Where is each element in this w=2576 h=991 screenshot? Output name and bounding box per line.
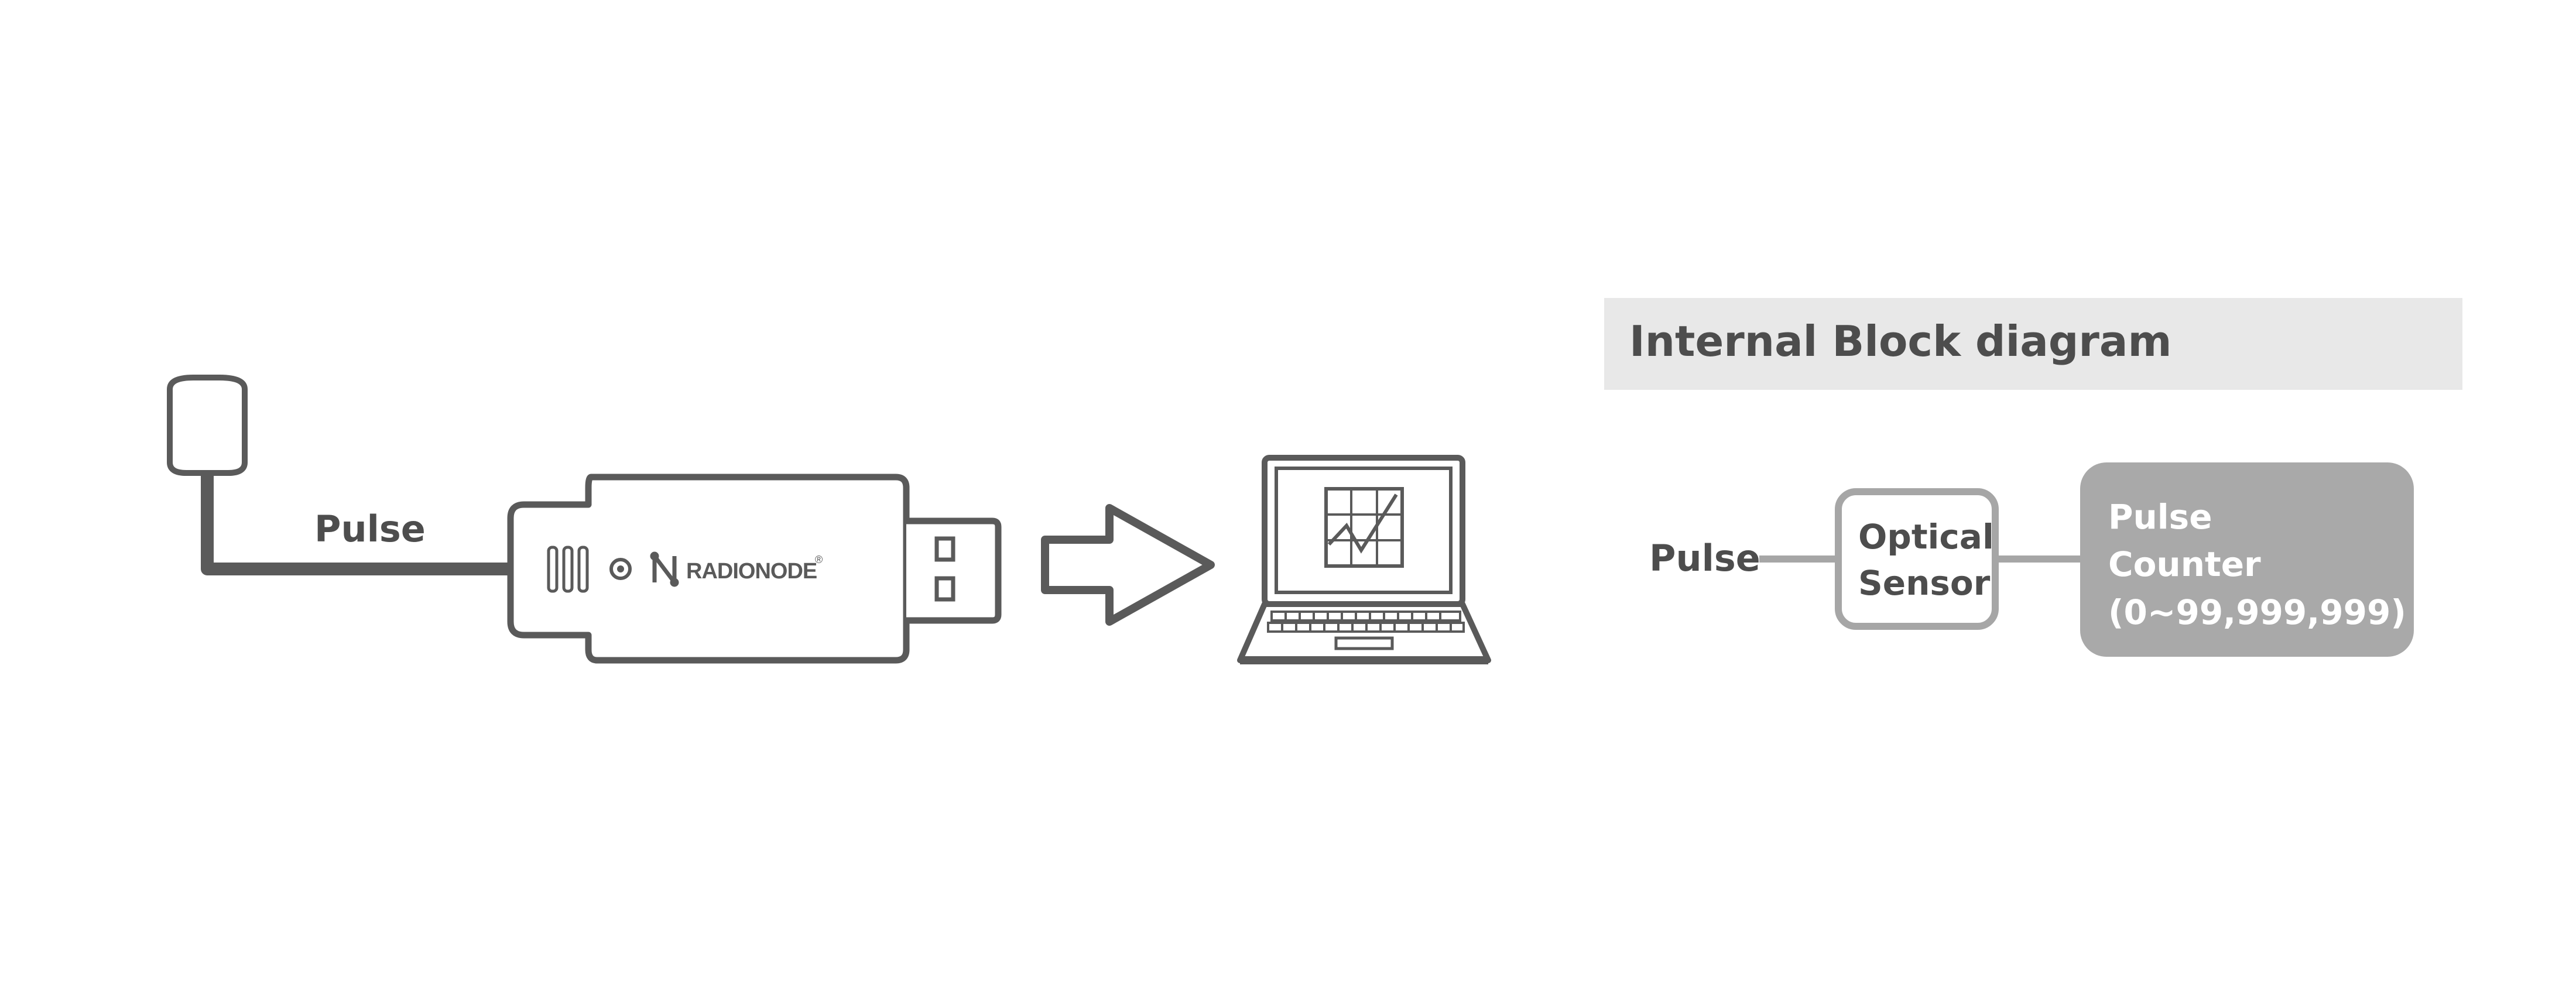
right-arrow-icon [1041,504,1215,626]
radionode-logo-icon [650,551,679,587]
brand-registered-mark: ® [815,554,823,565]
keyboard-keys [1267,611,1465,633]
laptop-icon [1237,455,1491,664]
grip-lines [547,546,589,593]
cable-pulse-label: Pulse [314,507,426,550]
sensor-cable [201,473,515,575]
optical-sensor-probe [167,375,248,476]
usb-pulse-logger: RADIONODE ® [507,474,1002,664]
pulse-counter-label-line1: Pulse [2108,497,2212,537]
pulse-counter-label-line2: Counter [2108,544,2261,584]
usb-contact-bottom [934,576,955,602]
optical-sensor-block: Optical Sensor [1835,488,1999,630]
touchpad [1334,636,1394,650]
optical-sensor-label-line2: Sensor [1858,563,1991,603]
block-diagram-title-bar: Internal Block diagram [1604,298,2462,390]
pulse-counter-block: Pulse Counter (0~99,999,999) [2080,462,2414,657]
brand-name: RADIONODE [686,559,817,584]
block-diagram-title: Internal Block diagram [1629,317,2172,366]
usb-contact-top [934,536,955,562]
screen-chart-icon [1324,487,1404,568]
optical-sensor-label-line1: Optical [1858,517,1994,557]
pulse-counter-range: (0~99,999,999) [2108,592,2406,632]
block-input-pulse-label: Pulse [1649,537,1760,579]
led-indicator-icon [609,558,632,580]
